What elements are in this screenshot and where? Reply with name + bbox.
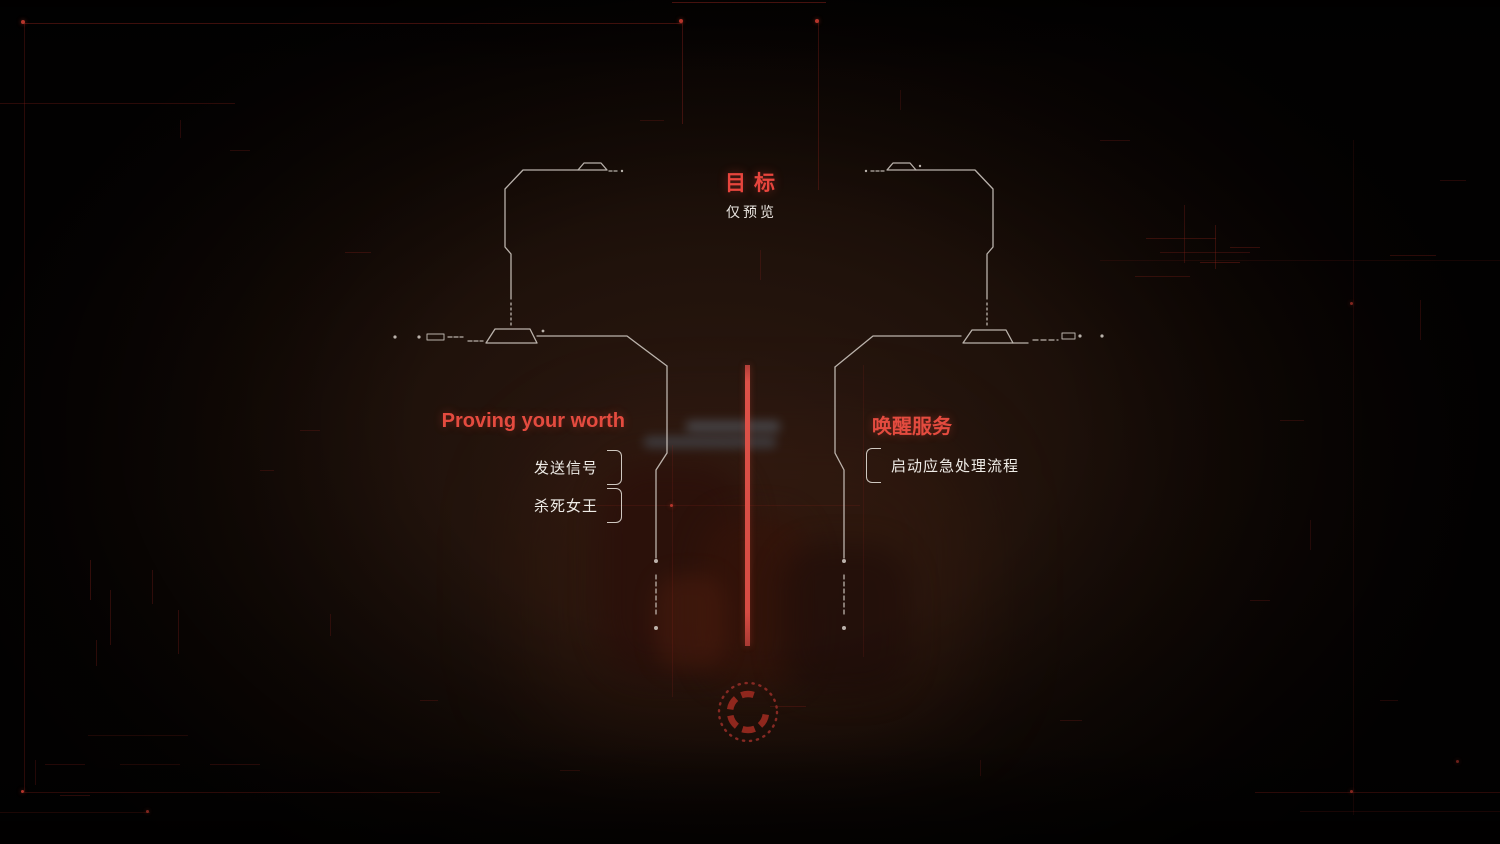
- right-objective-group-title: 唤醒服务: [872, 416, 952, 438]
- task-bracket-icon: [607, 450, 622, 485]
- preview-only-label: 仅预览: [726, 204, 777, 220]
- task-bracket-icon: [607, 488, 622, 523]
- objective-label: 启动应急处理流程: [891, 458, 1020, 475]
- left-objective-group-title: Proving your worth: [441, 410, 625, 432]
- objective-item-kill-queen: 杀死女王: [534, 488, 622, 523]
- objective-item-emergency-procedure: 启动应急处理流程: [866, 448, 1019, 483]
- task-bracket-icon: [866, 448, 881, 483]
- dashed-ring-spinner-icon: [717, 681, 779, 743]
- page-title: 目标: [725, 172, 783, 195]
- objectives-header: 目标 仅预览: [0, 167, 1500, 222]
- center-divider-line: [745, 365, 750, 646]
- objective-label: 发送信号: [533, 460, 598, 477]
- objective-item-send-signal: 发送信号: [534, 450, 622, 485]
- objective-label: 杀死女王: [533, 498, 598, 515]
